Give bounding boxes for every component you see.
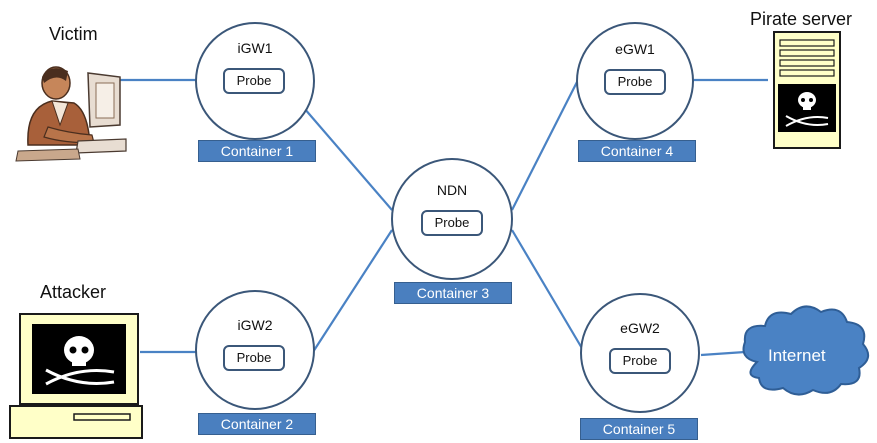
node-egw1: eGW1 Probe [576,22,694,140]
node-egw2: eGW2 Probe [580,293,700,413]
node-ndn: NDN Probe [391,158,513,280]
egw1-probe: Probe [604,69,666,95]
igw2-title: iGW2 [237,317,273,333]
node-igw1: iGW1 Probe [195,22,315,140]
ndn-title: NDN [436,182,468,198]
link-ndn-egw1 [511,79,579,211]
cloud-icon [742,305,870,396]
container-1-label: Container 1 [198,140,316,162]
node-igw2: iGW2 Probe [195,290,315,410]
container-5-label: Container 5 [580,418,698,440]
igw1-probe: Probe [223,68,285,94]
attacker-label: Attacker [40,282,107,302]
ndn-probe: Probe [421,210,483,236]
victim-label: Victim [49,24,98,44]
igw1-title: iGW1 [237,40,273,56]
pirate-computer-icon [9,313,143,439]
container-2-label: Container 2 [198,413,316,435]
igw2-probe: Probe [223,345,285,371]
link-igw1-ndn [303,107,393,211]
egw2-title: eGW2 [620,320,660,336]
link-igw2-ndn [312,229,393,353]
link-ndn-egw2 [511,229,584,351]
internet-label: Internet [768,346,826,365]
egw1-title: eGW1 [615,41,655,57]
pirate-server-icon [773,31,841,149]
person-at-computer-icon [15,66,127,162]
egw1-circle [576,22,694,140]
link-egw2-internet [700,350,746,357]
container-3-label: Container 3 [394,282,512,304]
container-4-label: Container 4 [578,140,696,162]
egw2-probe: Probe [609,348,671,374]
pirate-server-label: Pirate server [750,9,853,29]
